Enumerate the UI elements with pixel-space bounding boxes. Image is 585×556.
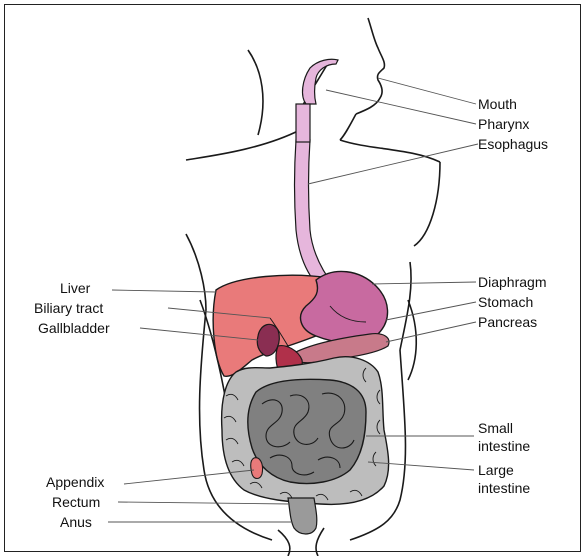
label-pharynx: Pharynx <box>478 116 529 132</box>
esophagus-upper <box>296 104 310 142</box>
label-large-intestine-line2: intestine <box>478 480 530 496</box>
pharynx-shape <box>303 59 338 104</box>
label-biliary-tract: Biliary tract <box>34 300 103 316</box>
label-small-intestine-line2: intestine <box>478 438 530 454</box>
label-small-intestine-line1: Small <box>478 420 513 436</box>
left-upper-contour <box>248 50 263 135</box>
label-appendix: Appendix <box>46 474 104 490</box>
leader-stomach <box>386 302 476 320</box>
front-of-neck <box>340 114 356 140</box>
right-chest <box>414 162 440 246</box>
appendix-shape <box>251 458 263 479</box>
left-shoulder <box>186 130 300 160</box>
small-intestine-shape <box>248 379 366 483</box>
leader-mouth <box>378 78 476 104</box>
label-liver: Liver <box>60 280 90 296</box>
label-large-intestine-line1: Large <box>478 462 514 478</box>
leader-pharynx <box>326 90 476 124</box>
esophagus-shape <box>295 140 335 286</box>
leader-diaphragm <box>372 282 476 284</box>
leg-left <box>278 530 290 556</box>
label-gallbladder: Gallbladder <box>38 320 110 336</box>
label-diaphragm: Diaphragm <box>478 274 546 290</box>
rectum-shape <box>288 498 317 534</box>
leader-pancreas <box>386 322 476 342</box>
right-shoulder <box>340 140 440 162</box>
label-stomach: Stomach <box>478 294 533 310</box>
label-esophagus: Esophagus <box>478 136 548 152</box>
leg-right <box>316 528 324 556</box>
label-mouth: Mouth <box>478 96 517 112</box>
leader-liver <box>112 290 216 292</box>
label-rectum: Rectum <box>52 494 100 510</box>
label-anus: Anus <box>60 514 92 530</box>
left-torso-upper <box>186 234 206 310</box>
leader-rectum <box>118 502 290 504</box>
right-flank <box>408 300 416 380</box>
label-pancreas: Pancreas <box>478 314 537 330</box>
